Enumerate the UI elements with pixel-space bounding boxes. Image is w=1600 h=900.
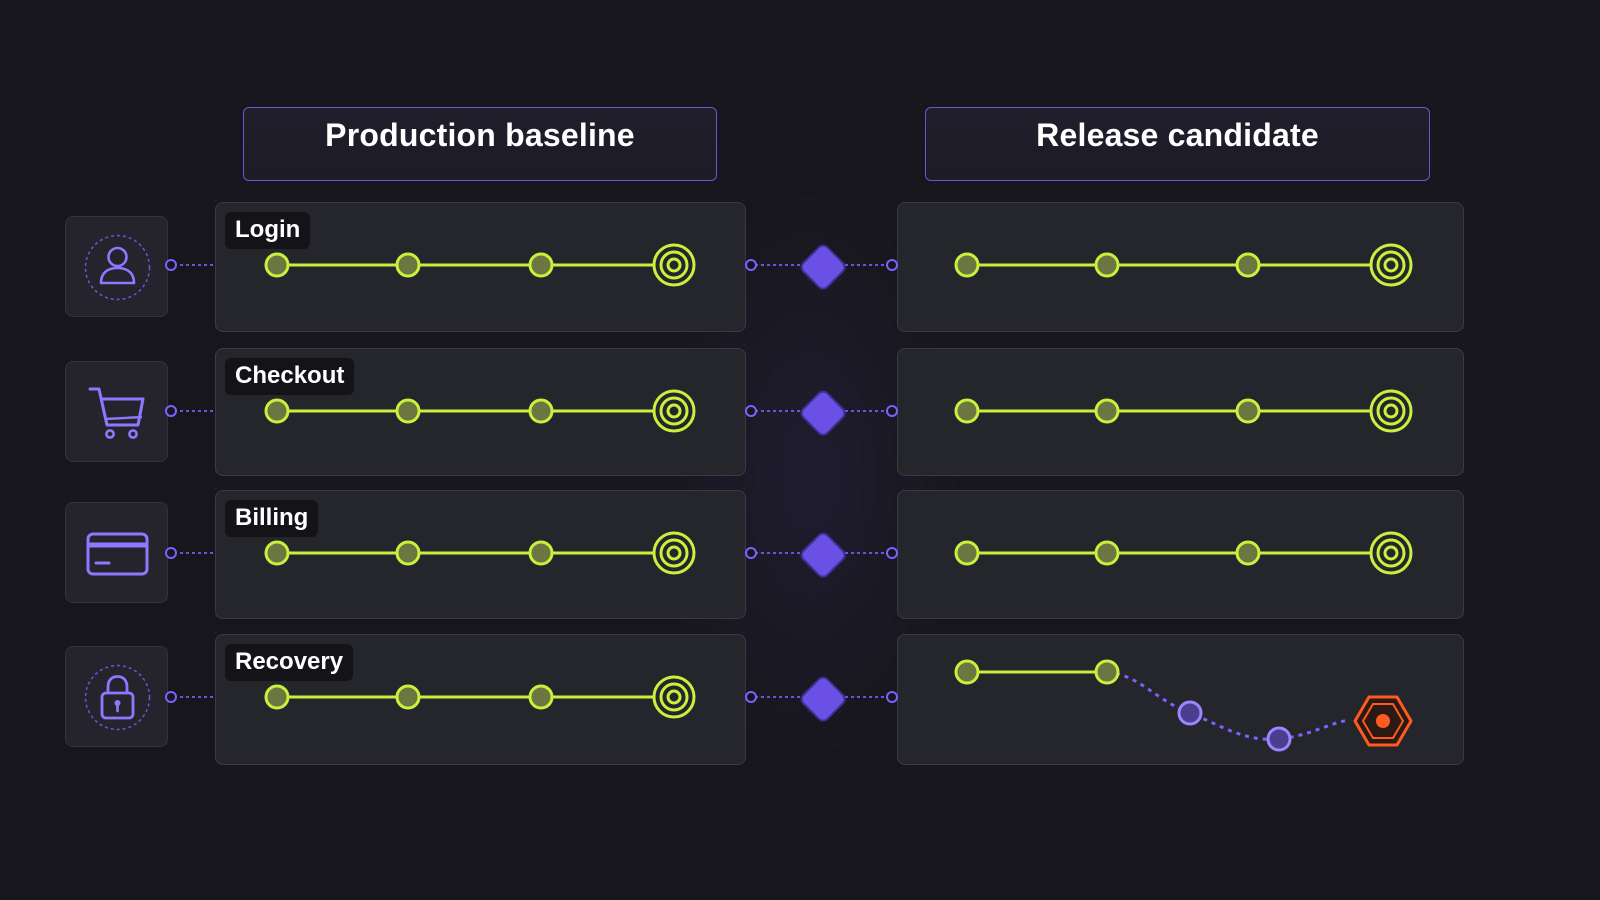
row-icon-box-checkout <box>65 361 168 462</box>
compare-link-billing <box>745 532 898 578</box>
connector-icon-billing <box>165 547 215 559</box>
credit-card-icon <box>86 532 149 576</box>
candidate-panel-checkout <box>897 348 1464 476</box>
baseline-panel-checkout: Checkout <box>215 348 746 476</box>
lock-icon <box>84 664 151 731</box>
row-label-billing: Billing <box>225 500 319 537</box>
row-icon-box-login <box>65 216 168 317</box>
baseline-panel-login: Login <box>215 202 746 332</box>
candidate-panel-login <box>897 202 1464 332</box>
row-icon-box-recovery <box>65 646 168 747</box>
candidate-panel-recovery <box>897 634 1464 765</box>
compare-link-checkout <box>745 390 898 436</box>
row-label-login: Login <box>225 212 311 249</box>
shopping-cart-icon <box>88 387 145 439</box>
compare-link-login <box>745 244 898 290</box>
compare-diamond-icon-checkout <box>800 390 846 436</box>
row-label-recovery: Recovery <box>225 644 354 681</box>
connector-icon-checkout <box>165 405 215 417</box>
header-production-baseline: Production baseline <box>243 107 717 181</box>
connector-icon-recovery <box>165 691 215 703</box>
candidate-panel-billing <box>897 490 1464 619</box>
row-label-checkout: Checkout <box>225 358 355 395</box>
row-icon-box-billing <box>65 502 168 603</box>
user-icon <box>84 234 151 301</box>
compare-link-recovery <box>745 676 898 722</box>
baseline-panel-recovery: Recovery <box>215 634 746 765</box>
compare-diamond-icon-billing <box>800 532 846 578</box>
connector-icon-login <box>165 259 215 271</box>
baseline-panel-billing: Billing <box>215 490 746 619</box>
compare-diamond-icon-recovery <box>800 676 846 722</box>
compare-diamond-icon-login <box>800 244 846 290</box>
header-release-candidate: Release candidate <box>925 107 1430 181</box>
